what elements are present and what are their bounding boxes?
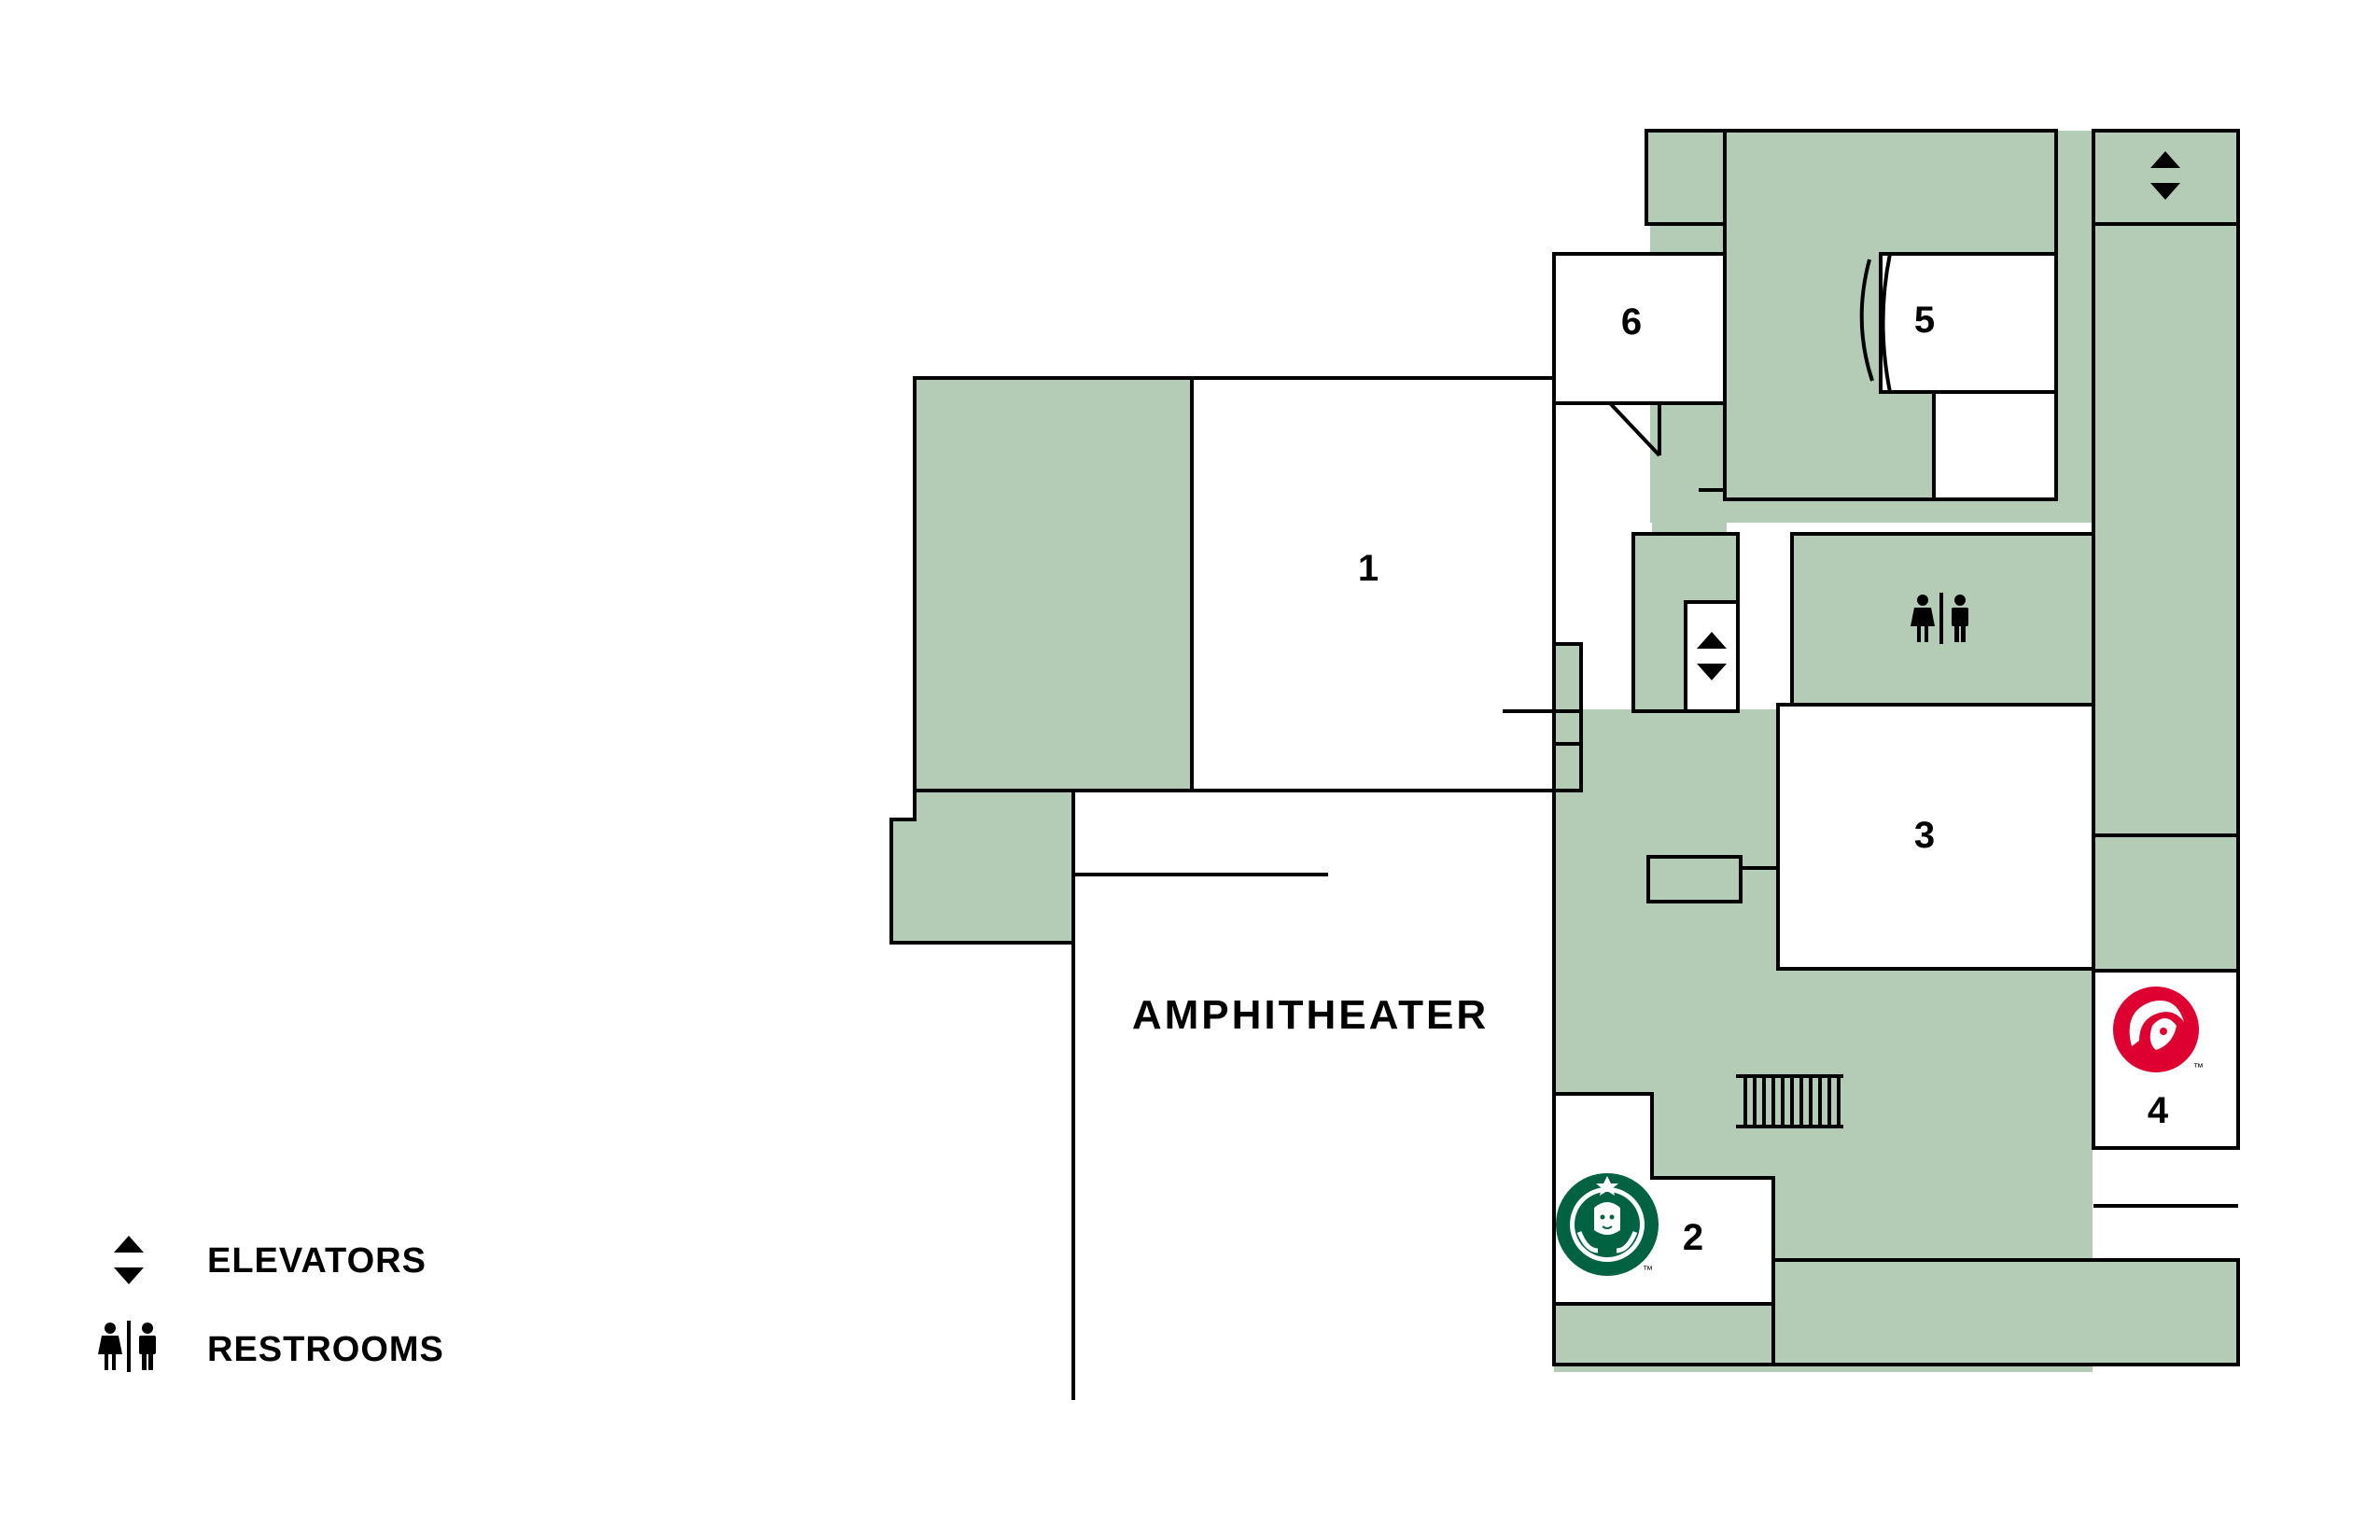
room-label[interactable]: 6 [1621,301,1642,343]
amphitheater-label: AMPHITHEATER [1132,992,1489,1038]
room-label[interactable]: 4 [2148,1090,2169,1131]
room-label[interactable]: 3 [1914,815,1935,856]
legend-restroom-icon [98,1321,156,1372]
room-5 [1879,252,2058,394]
legend-restrooms-label: RESTROOMS [207,1330,444,1369]
elevator-box-center [1684,600,1740,713]
legend-elevator-icon [114,1236,144,1284]
map-lines [1071,253,2238,1400]
chickfila-logo: ™ [2113,987,2204,1073]
starbucks-logo: ™ [1556,1173,1659,1276]
room-label[interactable]: 1 [1358,548,1379,589]
legend: ELEVATORS RESTROOMS [98,1236,444,1372]
white-rooms [1190,252,2240,1306]
stairs-icon [1736,1074,1843,1128]
room-label[interactable]: 5 [1914,300,1935,341]
restroom-icon [1911,593,1968,644]
chickfila-tm: ™ [2193,1062,2204,1073]
starbucks-tm: ™ [1643,1265,1653,1276]
room-3 [1776,703,2095,971]
room-6 [1552,252,1727,405]
legend-elevators-label: ELEVATORS [207,1241,427,1281]
room-label[interactable]: 2 [1683,1217,1703,1258]
